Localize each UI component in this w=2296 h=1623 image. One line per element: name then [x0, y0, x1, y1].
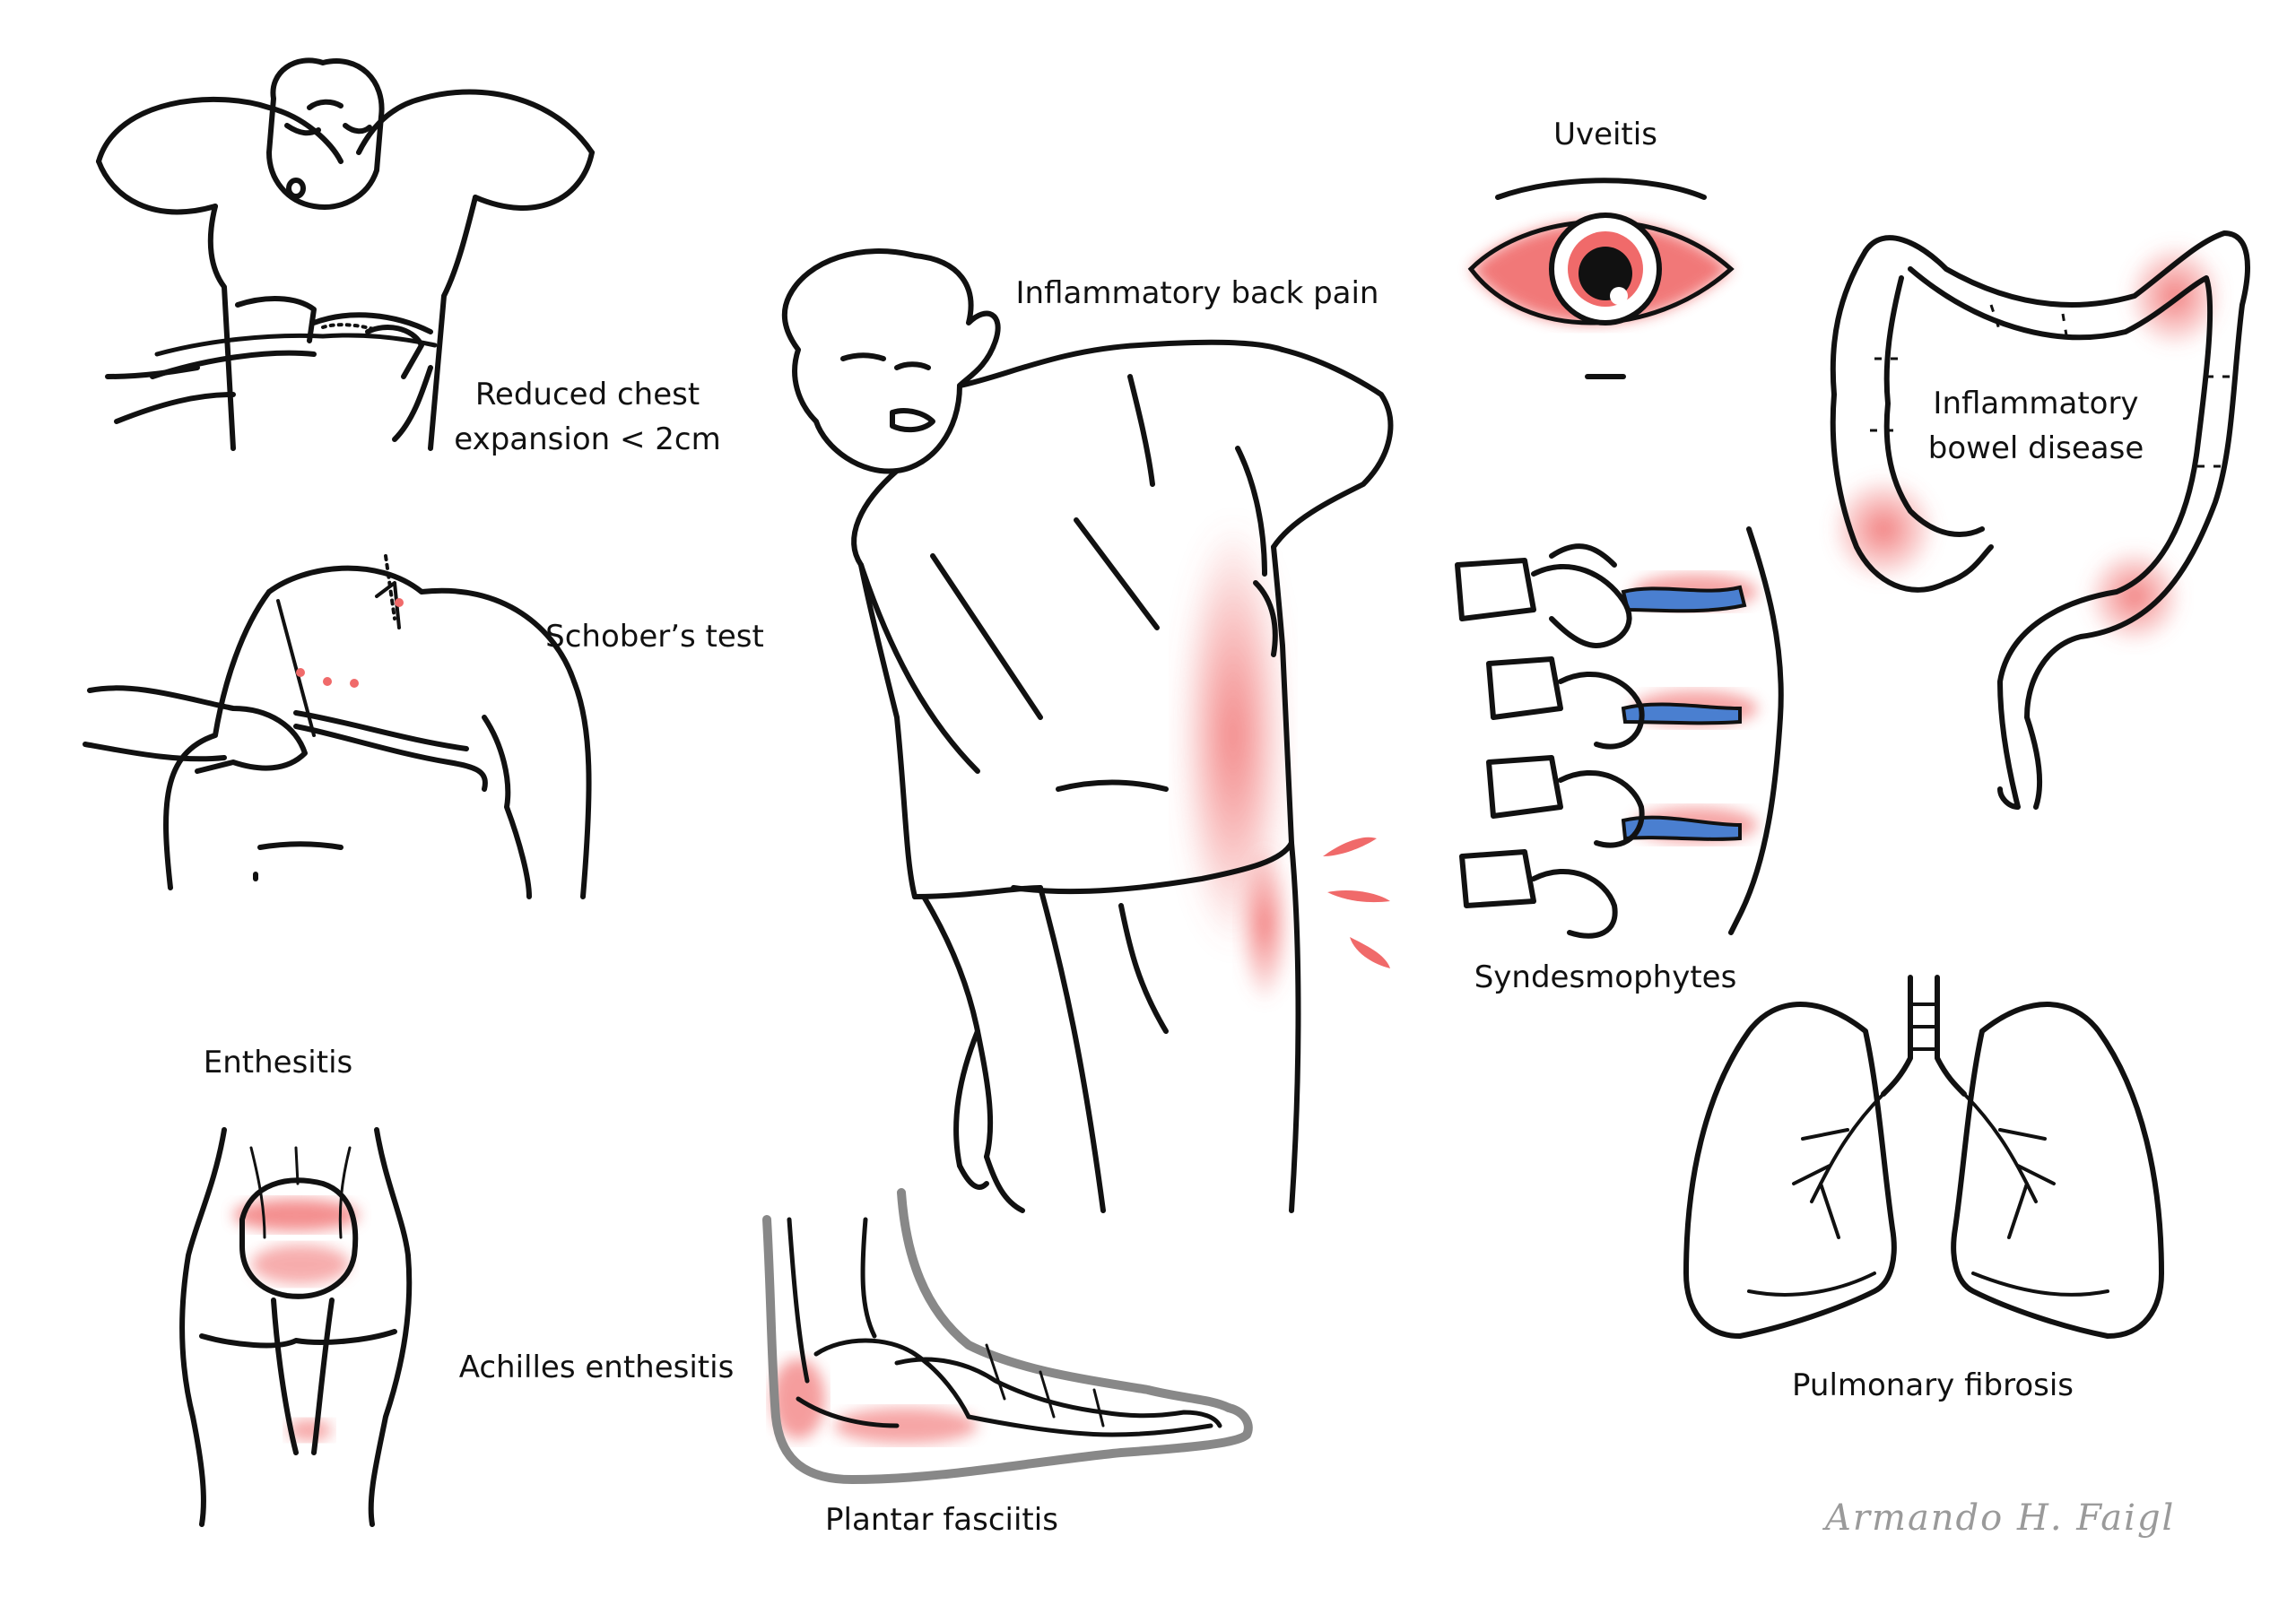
artist-signature: Armando H. Faigl	[1825, 1497, 2176, 1539]
uveitis-eye	[1467, 178, 1735, 379]
schober-test-label: Schober’s test	[545, 619, 764, 655]
syndesmophytes-label: Syndesmophytes	[1474, 959, 1737, 995]
chest-expansion-figure	[96, 57, 595, 451]
chest-expansion-label: Reduced chest expansion < 2cm	[439, 372, 735, 462]
back-pain-label: Inflammatory back pain	[1015, 275, 1379, 311]
pain-rays	[1323, 837, 1390, 968]
achilles-enthesitis-label: Achilles enthesitis	[458, 1350, 735, 1385]
knee-enthesitis	[179, 1127, 413, 1527]
foot-achilles-plantar	[762, 1188, 1253, 1484]
uveitis-label: Uveitis	[1553, 117, 1657, 152]
lungs-pulmonary-fibrosis	[1683, 975, 2164, 1339]
schober-test-figure	[83, 554, 592, 899]
chest-expansion-label-line2: expansion < 2cm	[454, 421, 721, 457]
ibd-label-line1: Inflammatory	[1933, 386, 2139, 421]
colon	[1830, 230, 2250, 810]
pulmonary-fibrosis-label: Pulmonary fibrosis	[1791, 1367, 2074, 1403]
back-pain-figure	[781, 248, 1394, 1213]
ibd-label-line2: bowel disease	[1927, 430, 2144, 466]
chest-expansion-label-line1: Reduced chest	[474, 377, 700, 412]
ibd-label: Inflammatory bowel disease	[1901, 381, 2170, 471]
plantar-fasciitis-label: Plantar fasciitis	[825, 1502, 1058, 1538]
spine-syndesmophytes	[1455, 526, 1784, 939]
enthesitis-label: Enthesitis	[203, 1045, 353, 1081]
schober-markings	[296, 598, 404, 688]
